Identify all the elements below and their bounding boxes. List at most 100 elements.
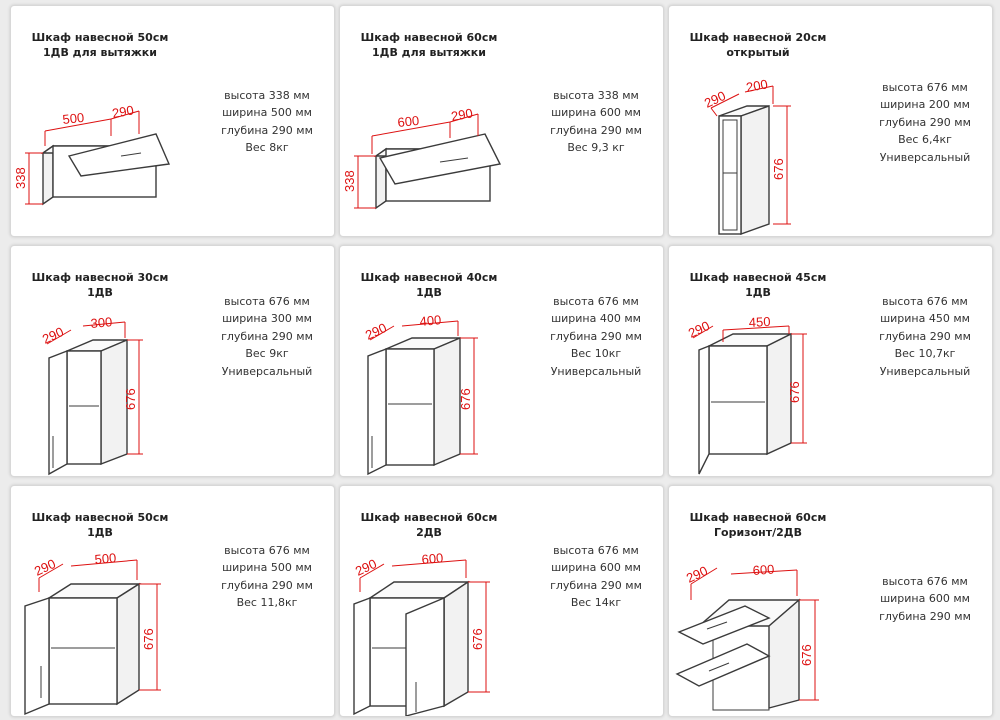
spec-universal: Универсальный: [221, 364, 313, 378]
spec-height: высота 676 мм: [882, 575, 968, 588]
spec-height: высота 676 мм: [553, 544, 639, 557]
spec-height: высота 338 мм: [553, 89, 639, 102]
product-specs: высота 676 мм ширина 600 мм глубина 290 …: [526, 542, 663, 612]
height-dimension: 676: [141, 628, 156, 650]
depth-dimension: 290: [450, 105, 474, 124]
spec-weight: Вес 9кг: [245, 347, 289, 361]
cabinet-drawing: 290 500 676: [24, 550, 161, 716]
width-dimension: 500: [62, 110, 85, 127]
height-dimension: 676: [771, 158, 786, 180]
width-dimension: 400: [419, 312, 442, 329]
spec-width: ширина 600 мм: [551, 561, 641, 575]
spec-height: высота 676 мм: [224, 295, 310, 308]
depth-dimension: 290: [40, 324, 66, 347]
depth-dimension: 290: [684, 563, 710, 586]
spec-width: ширина 600 мм: [880, 592, 970, 606]
spec-weight: Вес 9,3 кг: [567, 141, 625, 155]
spec-universal: Универсальный: [879, 364, 971, 378]
product-specs: высота 676 мм ширина 500 мм глубина 290 …: [197, 542, 334, 612]
height-dimension: 676: [787, 381, 802, 403]
cabinet-drawing: 290 600 676: [353, 550, 490, 716]
spec-height: высота 676 мм: [882, 81, 968, 94]
width-dimension: 200: [745, 76, 769, 95]
cabinet-drawing: 290 450 676: [686, 314, 807, 475]
width-dimension: 500: [94, 550, 117, 567]
spec-weight: Вес 6,4кг: [898, 133, 952, 147]
spec-width: ширина 500 мм: [222, 561, 312, 575]
height-dimension: 676: [470, 628, 485, 650]
spec-depth: глубина 290 мм: [221, 123, 313, 137]
spec-height: высота 676 мм: [224, 544, 310, 557]
spec-width: ширина 450 мм: [880, 312, 970, 326]
spec-width: ширина 400 мм: [551, 312, 641, 326]
spec-universal: Универсальный: [550, 364, 642, 378]
depth-dimension: 290: [111, 102, 135, 121]
height-dimension: 676: [123, 388, 138, 410]
height-dimension: 338: [342, 170, 357, 192]
spec-depth: глубина 290 мм: [221, 578, 313, 592]
spec-weight: Вес 14кг: [570, 596, 622, 610]
spec-depth: глубина 290 мм: [879, 609, 971, 623]
spec-width: ширина 300 мм: [222, 312, 312, 326]
spec-depth: глубина 290 мм: [221, 329, 313, 343]
width-dimension: 600: [752, 562, 775, 578]
width-dimension: 450: [748, 314, 770, 330]
product-specs: высота 676 мм ширина 200 мм глубина 290 …: [855, 79, 992, 166]
cabinet-drawing: 500 290 338: [13, 102, 171, 206]
spec-weight: Вес 8кг: [245, 141, 289, 155]
spec-depth: глубина 290 мм: [879, 115, 971, 129]
spec-height: высота 676 мм: [553, 295, 639, 308]
product-specs: высота 676 мм ширина 400 мм глубина 290 …: [526, 293, 663, 380]
product-specs: высота 338 мм ширина 600 мм глубина 290 …: [526, 87, 663, 157]
cabinet-drawing: 290 300 676: [40, 314, 143, 476]
spec-depth: глубина 290 мм: [879, 329, 971, 343]
spec-weight: Вес 10,7кг: [894, 347, 956, 361]
spec-height: высота 676 мм: [882, 295, 968, 308]
width-dimension: 300: [90, 314, 113, 331]
product-specs: высота 338 мм ширина 500 мм глубина 290 …: [197, 87, 334, 157]
cabinet-drawing: 290 400 676: [363, 312, 478, 476]
cabinet-drawing: 290 600 676: [675, 562, 819, 711]
width-dimension: 600: [421, 550, 444, 567]
cabinet-drawing: 600 290 338: [342, 105, 502, 210]
width-dimension: 600: [397, 113, 420, 130]
product-specs: высота 676 мм ширина 300 мм глубина 290 …: [197, 293, 334, 380]
spec-height: высота 338 мм: [224, 89, 310, 102]
spec-weight: Вес 10кг: [570, 347, 622, 361]
spec-depth: глубина 290 мм: [550, 578, 642, 592]
spec-width: ширина 500 мм: [222, 106, 312, 120]
cabinet-drawing: 290 200 676: [702, 76, 791, 235]
height-dimension: 676: [799, 644, 814, 666]
depth-dimension: 290: [353, 556, 379, 579]
depth-dimension: 290: [702, 88, 728, 111]
spec-depth: глубина 290 мм: [550, 123, 642, 137]
depth-dimension: 290: [363, 320, 389, 343]
spec-weight: Вес 11,8кг: [236, 596, 298, 610]
product-specs: высота 676 мм ширина 450 мм глубина 290 …: [855, 293, 992, 380]
depth-dimension: 290: [686, 318, 712, 341]
spec-width: ширина 200 мм: [880, 98, 970, 112]
height-dimension: 676: [458, 388, 473, 410]
spec-universal: Универсальный: [879, 150, 971, 164]
depth-dimension: 290: [32, 556, 58, 579]
spec-width: ширина 600 мм: [551, 106, 641, 120]
spec-depth: глубина 290 мм: [550, 329, 642, 343]
product-specs: высота 676 мм ширина 600 мм глубина 290 …: [855, 573, 992, 625]
